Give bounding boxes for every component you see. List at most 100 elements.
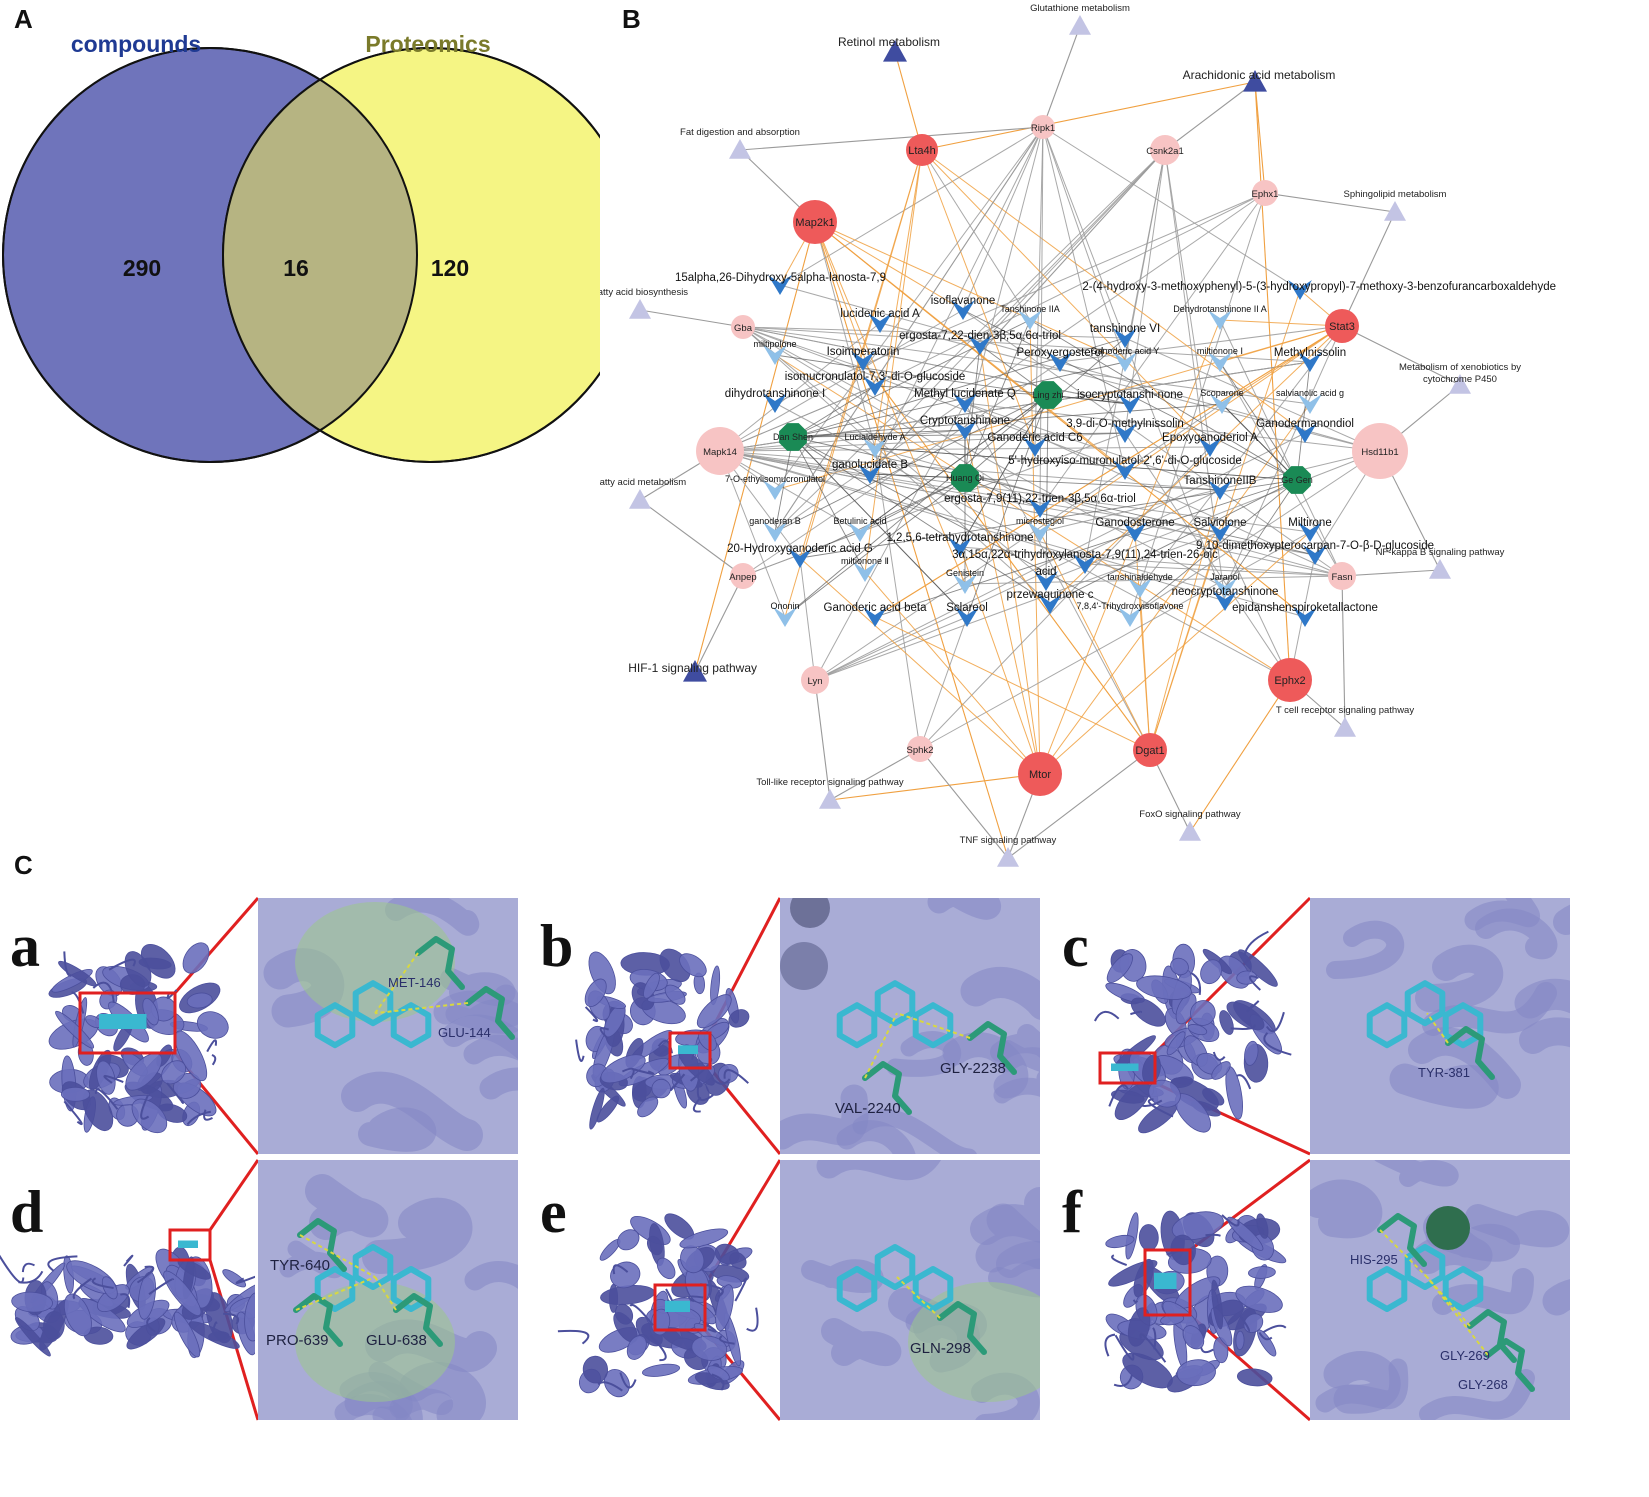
target-node-dgat1[interactable]: Dgat1 [1133,733,1167,767]
compound-node-ganoderic-acid-beta[interactable]: Ganoderic acid beta [824,602,928,627]
compound-node-15alpha-26-dihydroxy-5alpha-lanosta-7-9[interactable]: 15alpha,26-Dihydroxy-5alpha-lanosta-7,9 [675,272,886,295]
compound-node-acid[interactable]: acid [1034,566,1058,591]
loop [71,991,85,1014]
compound-node-methylnissolin[interactable]: Methylnissolin [1274,347,1346,372]
target-node-fasn[interactable]: Fasn [1328,562,1356,590]
compound-node-lucidenic-acid-a[interactable]: lucidenic acid A [840,308,920,333]
target-node-sphk2[interactable]: Sphk2 [907,736,934,762]
compound-node-7-o-ethylisomucronulatol[interactable]: 7-O-ethylisomucronulatol [725,474,825,500]
compound-node-miltirone[interactable]: Miltirone [1288,517,1332,542]
compound-shape [1213,578,1237,598]
compound-node-cryptotanshinone[interactable]: Cryptotanshinone [920,415,1010,440]
docking-label-f: f [1062,1179,1082,1245]
compound-shape [1113,352,1137,372]
compound-node-peroxyergosterol[interactable]: Peroxyergosterol [1017,347,1104,372]
herb-node-dan-shen[interactable]: Dan Shen [773,423,813,451]
pathway-node-tnf-signaling-pathway[interactable]: TNF signaling pathway [960,835,1057,867]
pathway-node-nf-kappa-b-signaling-pathway[interactable]: NF-kappa B signaling pathway [1376,547,1505,579]
compound-node-dihydrotanshinone-i[interactable]: dihydrotanshinone I [725,388,825,413]
compound-node-tanshinone-vi[interactable]: tanshinone VI [1090,323,1160,348]
helix [1190,1000,1216,1026]
compound-node-scoparone[interactable]: Scoparone [1200,388,1244,414]
edge-compound-target [719,450,1316,556]
compound-node-3-15-22-trihydroxylanosta-7-9-11-24-trie[interactable]: 3α,15α,22α-trihydroxylanosta-7,9(11),24-… [952,549,1218,574]
compound-node-9-10-dimethoxypterocarpan-7-o-d-glucosid[interactable]: 9,10-dimethoxypterocarpan-7-O-β-D-glucos… [1196,540,1434,565]
pathway-node-sphingolipid-metabolism[interactable]: Sphingolipid metabolism [1344,189,1447,221]
target-node-lyn[interactable]: Lyn [801,666,829,694]
target-node-lta4h[interactable]: Lta4h [906,134,938,166]
edge-herb-compound [979,344,1049,396]
compound-node-1-2-5-6-tetrahydrotanshinone[interactable]: 1,2,5,6-tetrahydrotanshinone [886,532,1034,557]
target-node-ripk1[interactable]: Ripk1 [1031,115,1055,139]
compound-node-ononin[interactable]: Ononin [770,601,800,627]
compound-node-dehydrotanshinone-ii-a[interactable]: Dehydrotanshinone II A [1173,304,1267,330]
target-node-gba[interactable]: Gba [731,315,755,339]
compound-node-tanshinaldehyde[interactable]: tanshinaldehyde [1107,572,1173,598]
target-node-ephx2[interactable]: Ephx2 [1268,658,1312,702]
compound-node-ganoderan-b[interactable]: ganoderan B [749,516,801,542]
target-node-hsd11b1[interactable]: Hsd11b1 [1352,423,1408,479]
pathway-node-foxo-signaling-pathway[interactable]: FoxO signaling pathway [1139,809,1241,841]
compound-node-isoflavanone[interactable]: isoflavanone [931,295,996,320]
compound-node-epidanshenspiroketallactone[interactable]: epidanshenspiroketallactone [1232,602,1378,627]
compound-node-5-hydroxyiso-muronulatol-2-6-di-o-glucos[interactable]: 5'-hydroxyiso-muronulatol-2',6'-di-O-glu… [1008,455,1242,480]
compound-node-isomucronulatol-7-3-di-o-glucoside[interactable]: isomucronulatol-7,3'-di-O-glucoside [785,371,966,396]
compound-node-20-hydroxyganoderic-acid-g[interactable]: 20-Hydroxyganoderic acid G [727,543,873,568]
pathway-node-fatty-acid-biosynthesis[interactable]: Fatty acid biosynthesis [600,287,688,319]
pathway-node-glutathione-metabolism[interactable]: Glutathione metabolism [1030,3,1130,35]
helix [1170,957,1189,976]
target-node-csnk2a1[interactable]: Csnk2a1 [1146,135,1184,165]
compound-node-ergosta-7-9-11-22-trien-3-5-6-triol[interactable]: ergosta-7,9(11),22-trien-3β,5α,6α-triol [944,493,1136,518]
compound-node-epoxyganoderiol-a[interactable]: Epoxyganoderiol A [1162,432,1258,457]
compound-node-ganolucidate-b[interactable]: ganolucidate B [832,459,908,484]
pathway-node-retinol-metabolism[interactable]: Retinol metabolism [838,35,940,62]
compound-node-ergosta-7-22-dien-3-5-6-triol[interactable]: ergosta-7,22-dien-3β,5α,6α-triol [899,330,1061,355]
compound-node-ganoderic-acid-c6[interactable]: Ganoderic acid C6 [987,432,1083,457]
edge-compound-target [1164,149,1226,602]
pathway-node-arachidonic-acid-metabolism[interactable]: Arachidonic acid metabolism [1183,68,1336,92]
target-node-anpep[interactable]: Anpep [729,563,757,589]
compound-node-isoimperatorin[interactable]: Isoimperatorin [827,346,900,371]
compound-node-ganodermanondiol[interactable]: Ganodermanondiol [1256,418,1354,443]
pathway-node-t-cell-receptor-signaling-pathway[interactable]: T cell receptor signaling pathway [1276,705,1414,737]
compound-node-neocryptotanshinone[interactable]: neocryptotanshinone [1172,586,1279,611]
compound-node-betulinic-acid[interactable]: Betulinic acid [833,516,887,542]
compound-node-methyl-lucidenate-q[interactable]: Methyl lucidenate Q [914,388,1016,413]
compound-node-ganodosterone[interactable]: Ganodosterone [1095,517,1175,542]
residue-label-met-146: MET-146 [388,975,441,990]
herb-node-ge-gen[interactable]: Ge Gen [1281,466,1313,494]
target-node-map2k1[interactable]: Map2k1 [793,200,837,244]
compound-node-2-4-hydroxy-3-methoxyphenyl-5-3-hydroxyp[interactable]: 2-(4-hydroxy-3-methoxyphenyl)-5-(3-hydro… [1082,280,1556,300]
compound-node-przewaquinone-c[interactable]: przewaquinone c [1007,589,1094,614]
compound-node-microstegiol[interactable]: microstegiol [1016,516,1064,542]
compound-node-ganoderic-acid-y[interactable]: Ganoderic acid Y [1091,346,1160,372]
herb-node-ling-zhi[interactable]: Ling zhi [1032,381,1064,409]
compound-node-miltionone[interactable]: miltionone Ⅱ [841,556,889,582]
compound-node-3-9-di-o-methylnissolin[interactable]: 3,9-di-O-methylnissolin [1066,418,1184,443]
pathway-node-fatty-acid-metabolism[interactable]: Fatty acid metabolism [600,477,686,509]
target-node-ephx1[interactable]: Ephx1 [1252,180,1279,206]
target-node-mtor[interactable]: Mtor [1018,752,1062,796]
compound-node-sclareol[interactable]: Sclareol [946,602,988,627]
compound-node-miltipolone[interactable]: miltipolone [753,339,797,365]
compound-node-genistein[interactable]: Genistein [946,568,984,594]
compound-label: przewaquinone c [1007,589,1094,601]
helix [1235,1330,1245,1350]
compound-label: Epoxyganoderiol A [1162,432,1258,444]
pathway-node-fat-digestion-and-absorption[interactable]: Fat digestion and absorption [680,127,800,159]
compound-node-tanshinone-iia[interactable]: Tanshinone IIA [1000,304,1060,330]
compound-node-salviolone[interactable]: Salviolone [1193,517,1247,542]
target-node-mapk14[interactable]: Mapk14 [696,427,744,475]
compound-node-salvianolic-acid-g[interactable]: salvianolic acid g [1276,388,1344,414]
compound-node-miltionone[interactable]: miltionone Ⅰ [1197,346,1243,372]
compound-node-7-8-4-trihydroxyisoflavone[interactable]: 7,8,4'-Trihydroxyisoflavone [1077,601,1184,627]
pathway-node-hif-1-signaling-pathway[interactable]: HIF-1 signaling pathway [628,660,757,682]
compound-node-isocryptotanshi-none[interactable]: isocryptotanshi-none [1077,389,1183,414]
compound-node-tanshinoneiib[interactable]: TanshinoneIIB [1184,475,1257,500]
pathway-node-toll-like-receptor-signaling-pathway[interactable]: Toll-like receptor signaling pathway [756,777,904,809]
compound-node-lucialdehyde-a[interactable]: Lucialdehyde A [844,432,906,458]
target-node-stat3[interactable]: Stat3 [1325,309,1359,343]
herb-node-huang-qi[interactable]: Huang Qi [946,464,984,492]
compound-node-jaranol[interactable]: Jaranol [1210,572,1240,598]
